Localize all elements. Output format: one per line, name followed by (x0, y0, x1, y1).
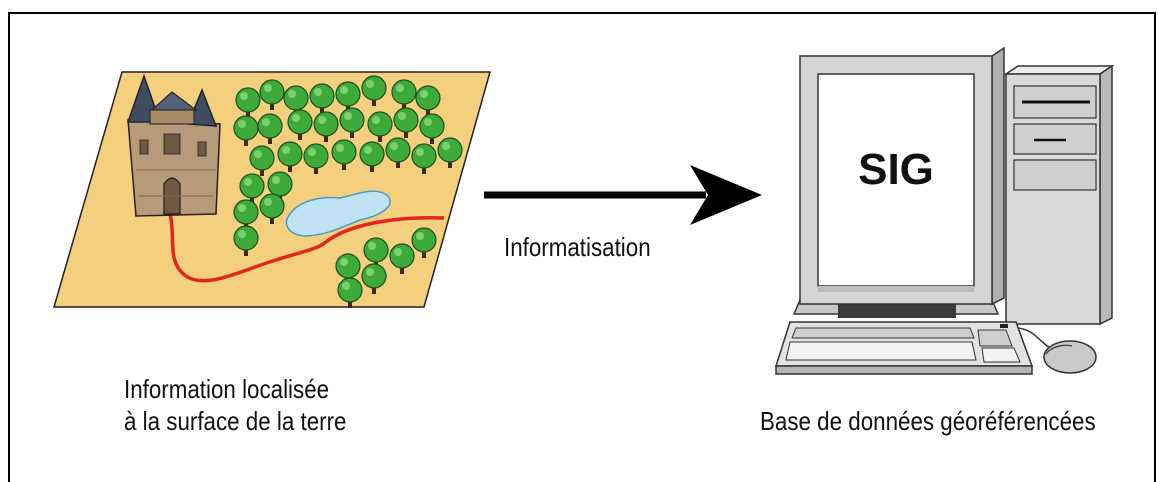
tree-group (233, 75, 463, 308)
tree-icon (239, 173, 265, 204)
tree-icon (303, 143, 329, 174)
tree-icon (385, 137, 411, 168)
lake-icon (285, 190, 391, 237)
tree-icon (335, 81, 361, 112)
tree-icon (389, 243, 415, 274)
tree-icon (337, 277, 363, 308)
tree-icon (359, 141, 385, 172)
arrow-right-icon (484, 165, 762, 225)
monitor-icon (792, 46, 1005, 318)
tree-icon (233, 225, 259, 256)
tree-icon (437, 137, 463, 168)
tree-icon (393, 107, 419, 138)
tree-icon (287, 109, 313, 140)
tree-icon (419, 113, 445, 144)
tree-icon (411, 227, 437, 258)
tree-icon (361, 75, 387, 106)
tree-icon (411, 143, 437, 174)
arrow-label: Informatisation (504, 232, 651, 262)
diagram-frame (8, 12, 1156, 482)
tree-icon (267, 171, 293, 202)
tree-icon (415, 85, 441, 116)
left-caption-line-2: à la surface de la terre (124, 406, 347, 436)
tree-icon (361, 263, 387, 294)
tree-icon (233, 199, 259, 230)
screen-text: SIG (858, 145, 934, 194)
tree-icon (257, 113, 283, 144)
tree-icon (283, 85, 309, 116)
tree-icon (249, 145, 275, 176)
road-icon (168, 213, 445, 283)
mouse-icon (1017, 327, 1097, 374)
left-caption-line-1: Information localisée (124, 374, 330, 404)
tree-icon (259, 79, 285, 110)
tree-icon (367, 111, 393, 142)
tree-icon (309, 83, 335, 114)
castle-icon (126, 73, 221, 217)
tree-icon (339, 107, 365, 138)
tree-icon (235, 87, 261, 118)
tree-icon (363, 237, 389, 268)
tower-case-icon (1003, 64, 1115, 326)
tree-icon (391, 79, 417, 110)
tree-icon (259, 193, 285, 224)
tree-icon (277, 141, 303, 172)
tree-icon (331, 139, 357, 170)
tree-icon (313, 111, 339, 142)
keyboard-icon (774, 321, 1034, 375)
right-caption: Base de données géoréférencées (760, 406, 1096, 436)
